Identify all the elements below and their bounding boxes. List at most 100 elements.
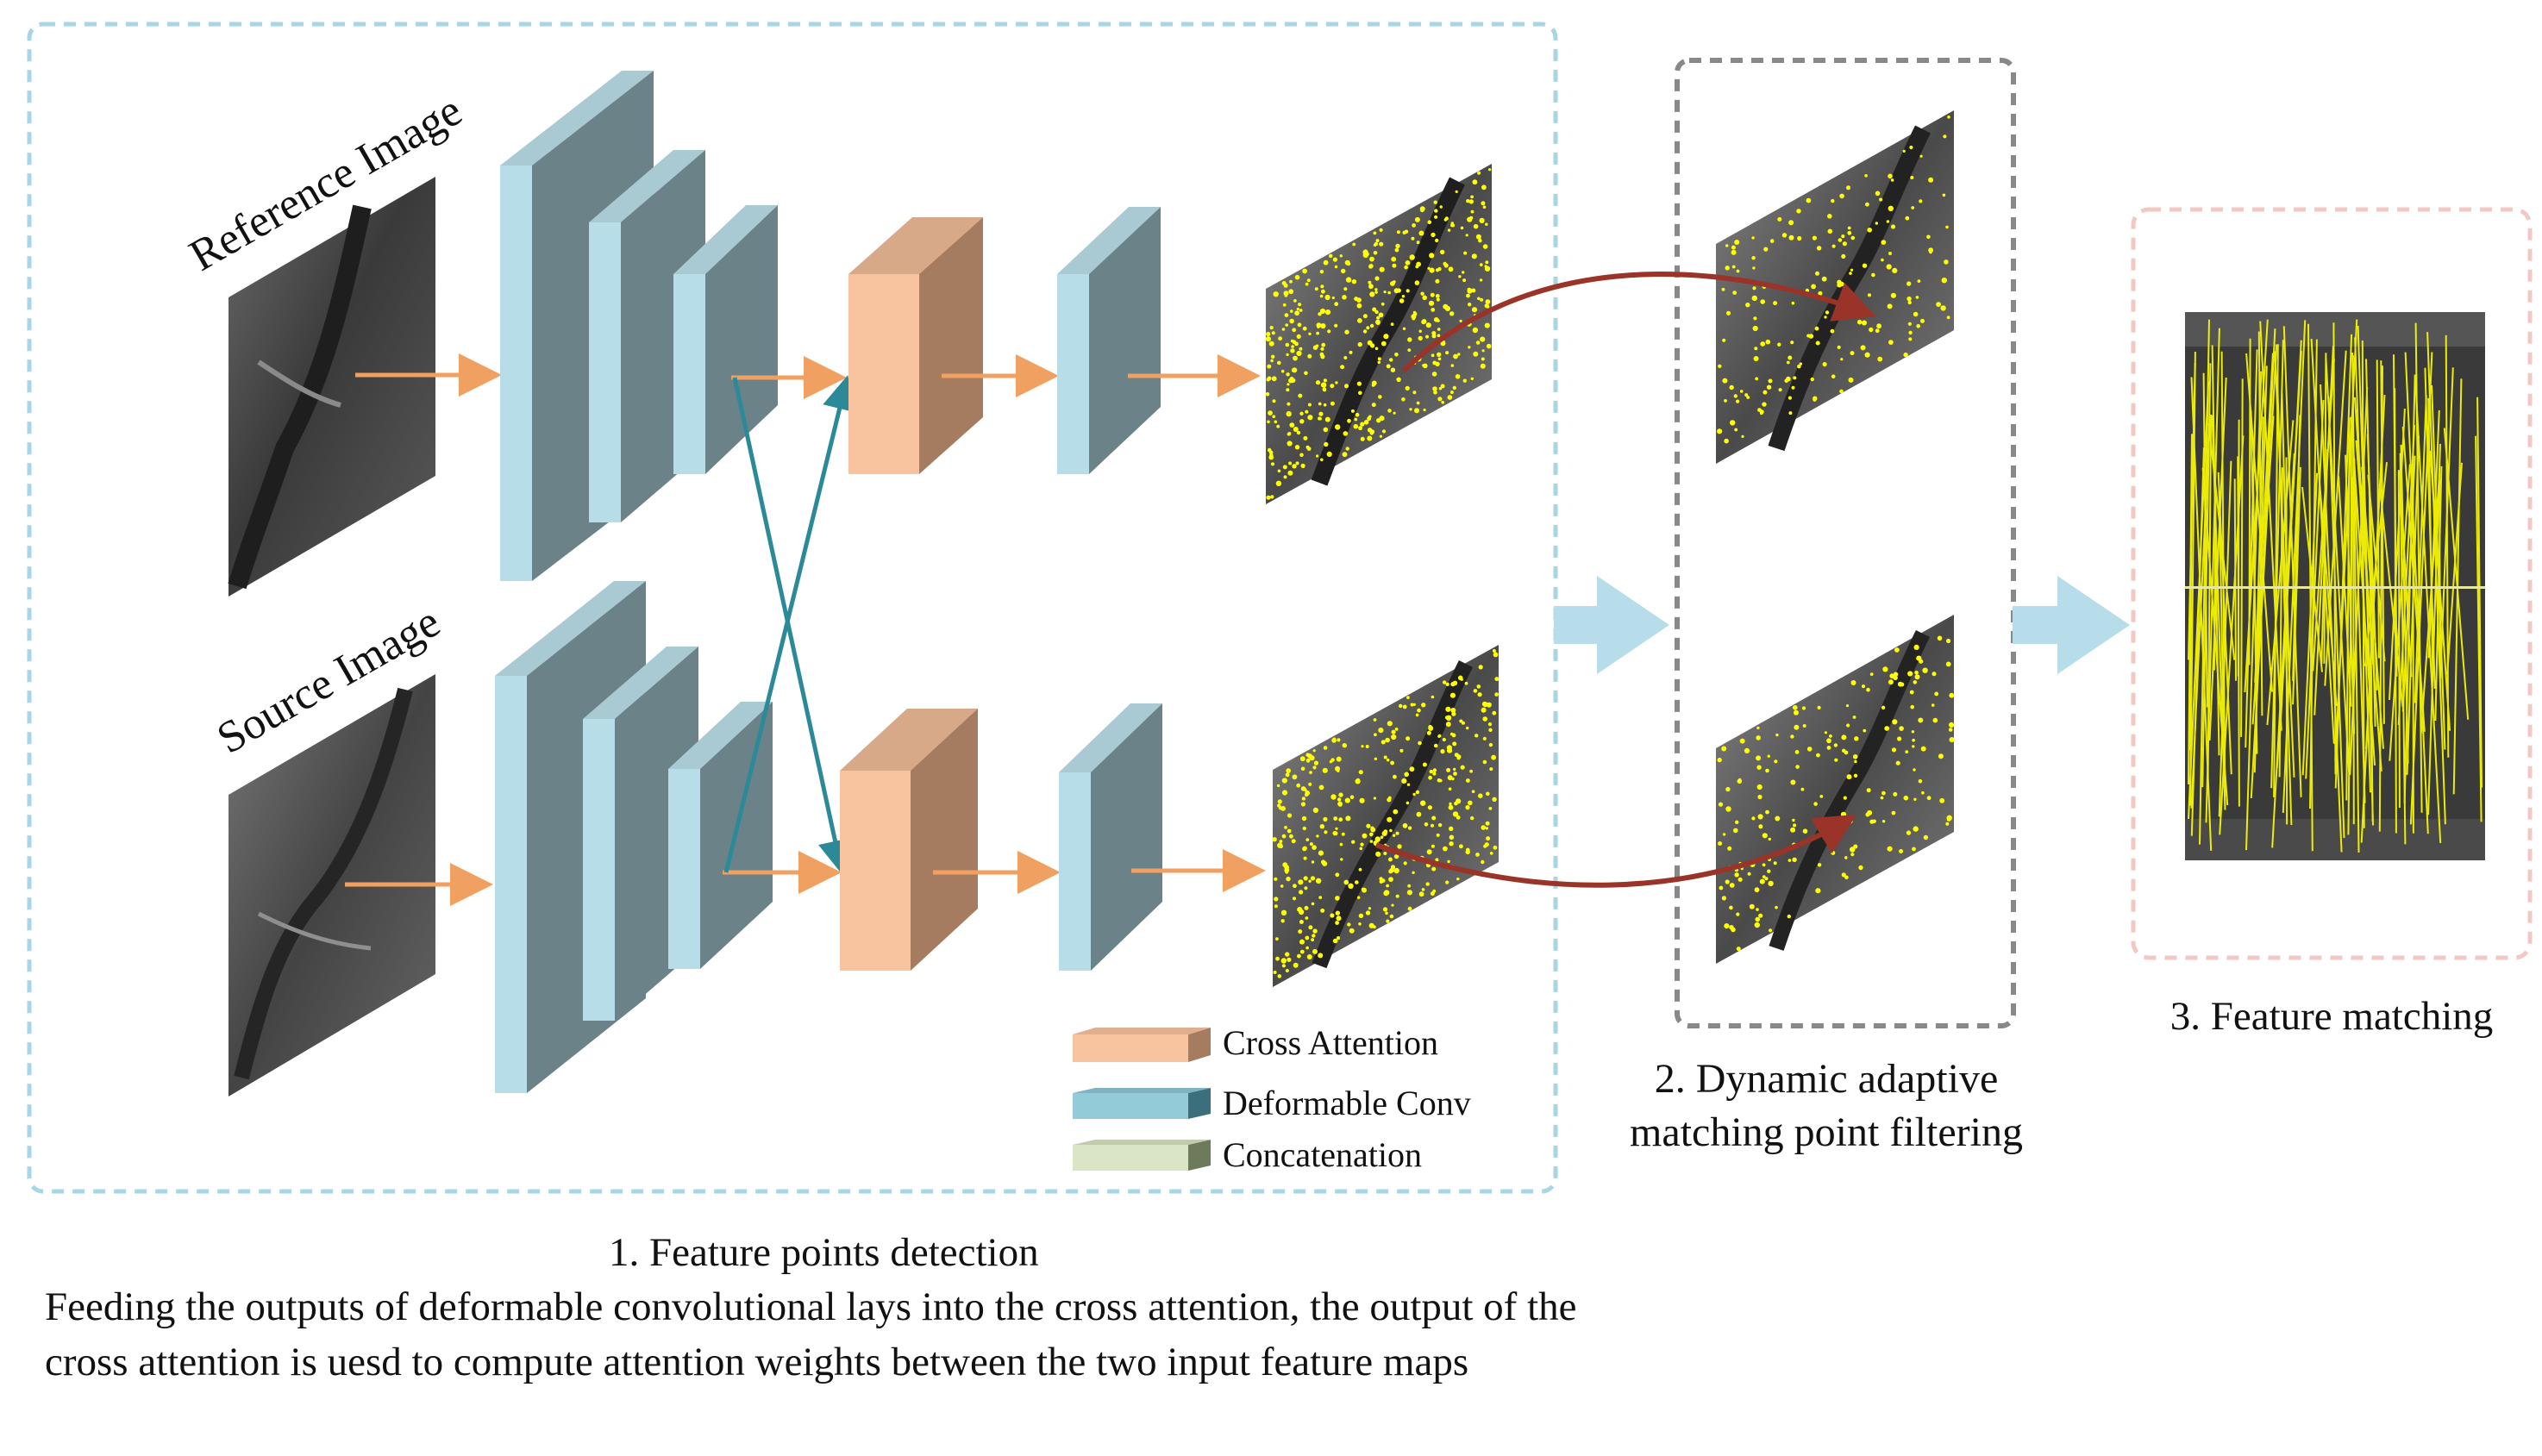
keypoint-dot xyxy=(1305,935,1310,940)
keypoint-dot xyxy=(1467,288,1473,294)
keypoint-dot xyxy=(1286,876,1291,882)
keypoint-dot xyxy=(1383,852,1387,855)
keypoint-dot xyxy=(1438,387,1443,391)
keypoint-dot xyxy=(1366,326,1370,330)
keypoint-dot xyxy=(1725,786,1731,792)
keypoint-dot xyxy=(1442,737,1446,742)
keypoint-dot xyxy=(1283,475,1287,479)
keypoint-dot xyxy=(1370,827,1376,833)
keypoint-dot xyxy=(1362,329,1368,334)
keypoint-dot xyxy=(1722,338,1726,342)
keypoint-dot xyxy=(1277,360,1281,366)
keypoint-dot xyxy=(1887,303,1893,309)
keypoint-dot xyxy=(1369,431,1374,435)
keypoint-dot xyxy=(1444,716,1449,720)
keypoint-dot xyxy=(1486,702,1492,708)
keypoint-dot xyxy=(1333,816,1338,821)
keypoint-dot xyxy=(1790,827,1796,833)
keypoint-dot xyxy=(1847,226,1851,230)
keypoint-dot xyxy=(1830,835,1835,840)
keypoint-dot xyxy=(1342,295,1347,300)
keypoint-dot xyxy=(1374,288,1378,291)
keypoint-dot xyxy=(1288,461,1293,466)
keypoint-dot xyxy=(1312,934,1316,938)
keypoint-dot xyxy=(1407,826,1412,830)
keypoint-dot xyxy=(1757,756,1761,759)
keypoint-dot xyxy=(1320,354,1325,359)
keypoint-dot xyxy=(1391,729,1396,734)
keypoint-dot xyxy=(1431,823,1434,828)
keypoint-dot xyxy=(1758,913,1763,918)
keypoint-dot xyxy=(1302,268,1307,274)
keypoint-dot xyxy=(1910,176,1914,179)
keypoint-dot xyxy=(1282,465,1287,470)
keypoint-dot xyxy=(1464,681,1468,685)
keypoint-dot xyxy=(1882,666,1888,672)
keypoint-dot xyxy=(1733,394,1738,398)
keypoint-dot xyxy=(1440,341,1446,347)
keypoint-dot xyxy=(1275,480,1282,486)
keypoint-dot xyxy=(1355,412,1360,417)
keypoint-dot xyxy=(1906,830,1912,835)
keypoint-dot xyxy=(1274,420,1278,424)
reference-keypoint-map xyxy=(1265,164,1492,504)
keypoint-dot xyxy=(1736,269,1740,273)
keypoint-dot xyxy=(1482,736,1487,740)
match-line xyxy=(2476,397,2483,788)
keypoint-dot xyxy=(1802,828,1808,834)
keypoint-dot xyxy=(1756,784,1762,790)
deformable-conv-block xyxy=(1059,703,1162,971)
keypoint-dot xyxy=(1922,667,1928,673)
keypoint-dot xyxy=(1459,319,1462,322)
match-line xyxy=(2189,351,2196,806)
keypoint-dot xyxy=(1945,822,1950,826)
keypoint-dot xyxy=(1394,247,1399,253)
keypoint-dot xyxy=(1721,896,1726,901)
keypoint-dot xyxy=(1827,228,1833,234)
keypoint-dot xyxy=(1473,351,1479,357)
keypoint-dot xyxy=(1355,880,1359,884)
keypoint-dot xyxy=(1281,834,1287,839)
keypoint-dot xyxy=(1371,403,1376,408)
keypoint-dot xyxy=(1308,925,1313,930)
keypoint-dot xyxy=(1298,303,1302,307)
keypoint-dot xyxy=(1493,652,1499,658)
keypoint-dot xyxy=(1362,833,1368,839)
keypoint-dot xyxy=(1754,922,1761,928)
keypoint-dot xyxy=(1383,291,1387,294)
keypoint-dot xyxy=(1893,791,1898,797)
keypoint-dot xyxy=(1479,217,1485,223)
keypoint-dot xyxy=(1817,705,1821,710)
matching-stage-title: 3. Feature matching xyxy=(2169,994,2494,1039)
keypoint-dot xyxy=(1816,820,1820,824)
keypoint-dot xyxy=(1459,719,1463,723)
keypoint-dot xyxy=(1890,292,1896,298)
keypoint-dot xyxy=(1285,323,1288,327)
keypoint-dot xyxy=(1447,228,1451,232)
keypoint-dot xyxy=(1944,259,1949,265)
keypoint-dot xyxy=(1792,818,1795,822)
keypoint-dot xyxy=(1362,314,1368,319)
keypoint-dot xyxy=(1725,266,1730,271)
keypoint-dot xyxy=(1793,376,1797,380)
keypoint-dot xyxy=(1363,420,1369,425)
keypoint-dot xyxy=(1336,915,1342,922)
keypoint-dot xyxy=(1415,790,1420,795)
keypoint-dot xyxy=(1854,736,1859,741)
match-line xyxy=(2245,349,2258,748)
keypoint-dot xyxy=(1279,840,1283,843)
keypoint-dot xyxy=(1486,791,1490,797)
keypoint-dot xyxy=(1417,708,1421,713)
keypoint-dot xyxy=(1431,308,1436,312)
keypoint-dot xyxy=(1386,884,1389,888)
keypoint-dot xyxy=(1316,324,1321,328)
keypoint-dot xyxy=(1340,365,1345,370)
keypoint-dot xyxy=(1277,799,1282,804)
keypoint-dot xyxy=(1331,296,1335,300)
keypoint-dot xyxy=(1824,316,1827,319)
keypoint-dot xyxy=(1414,216,1420,222)
keypoint-dot xyxy=(1319,270,1324,274)
keypoint-dot xyxy=(1912,745,1915,748)
keypoint-dot xyxy=(1717,757,1722,763)
keypoint-dot xyxy=(1739,390,1744,393)
